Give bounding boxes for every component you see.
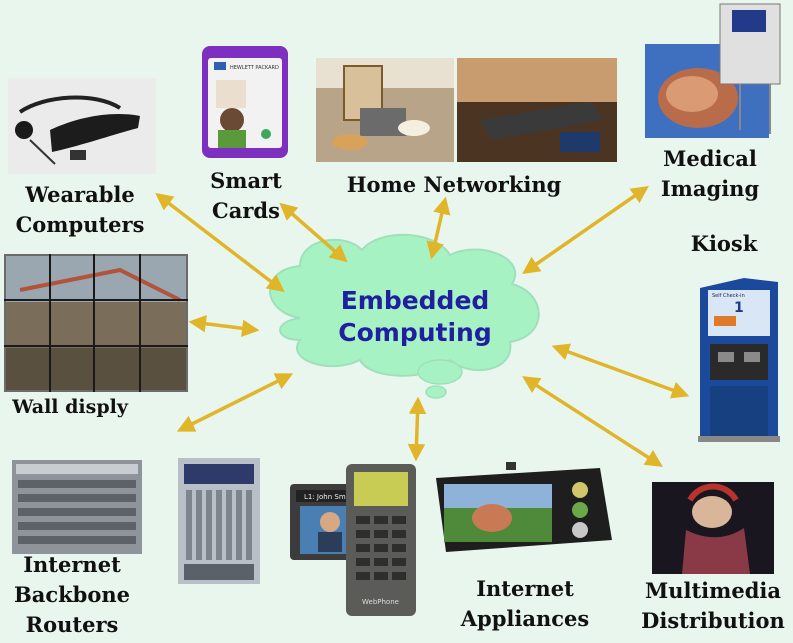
wearable-line2: Computers [15,212,145,237]
appliances-line2: Appliances [460,606,590,631]
routers-line1: Internet [23,552,121,577]
wearable-computer-image [8,78,156,174]
wall-display-text: Wall disply [12,396,128,418]
smart-card-company: HEWLETT PACKARD [230,65,279,71]
smart-cards-line2: Cards [212,198,280,223]
arrow-wearable [155,192,285,293]
multimedia-image [652,482,774,574]
connector-arrows [155,186,690,467]
home-networking-label: Home Networking [346,170,562,200]
routers-label: Internet Backbone Routers [6,550,138,640]
home-networking-image-1 [316,58,454,162]
phone-brand-label: WebPhone [362,598,399,606]
web-phone-image: L1: John Smith WebPhone [290,464,416,616]
kiosk-label: Kiosk [682,229,766,259]
routers-line3: Routers [25,612,119,637]
arrow-routers [176,373,294,432]
router-image-1 [12,460,142,554]
kiosk-text: Kiosk [690,231,758,256]
phone-caller-label: L1: John Smith [304,493,355,501]
medical-imaging-image [645,3,781,138]
home-networking-image-2 [457,58,617,162]
smart-cards-label: Smart Cards [200,166,292,226]
kiosk-image: Self Check-in 1 [698,278,780,442]
internet-appliance-image [436,462,612,552]
center-title-line1: Embedded [340,286,490,315]
medical-line1: Medical [663,146,757,171]
wearable-computers-label: Wearable Computers [6,180,154,240]
multimedia-line2: Distribution [641,608,785,633]
arrow-wall-display [188,315,260,337]
arrow-smart-cards [279,202,348,263]
wearable-line1: Wearable [25,182,135,207]
multimedia-line1: Multimedia [644,578,782,603]
wall-display-image [4,254,188,392]
appliances-line1: Internet [476,576,574,601]
kiosk-screen-title: Self Check-in [712,293,745,299]
arrow-multimedia [522,376,663,467]
router-image-2 [178,458,260,584]
arrow-medical-imaging [522,186,649,274]
center-title: Embedded Computing [300,285,530,349]
embedded-computing-cloud [269,233,540,399]
medical-imaging-label: Medical Imaging [650,144,770,204]
home-networking-text: Home Networking [346,172,562,197]
smart-cards-line1: Smart [210,168,282,193]
kiosk-screen-digit: 1 [734,300,744,316]
arrow-appliances [407,396,427,462]
arrow-kiosk [551,343,690,399]
smart-card-image: HEWLETT PACKARD [202,46,288,158]
internet-appliances-label: Internet Appliances [452,574,598,634]
arrow-home-networking [426,196,451,260]
routers-line2: Backbone [13,582,130,607]
center-title-line2: Computing [338,318,492,347]
multimedia-distribution-label: Multimedia Distribution [636,576,790,636]
wall-display-label: Wall disply [2,392,138,422]
medical-line2: Imaging [660,176,760,201]
